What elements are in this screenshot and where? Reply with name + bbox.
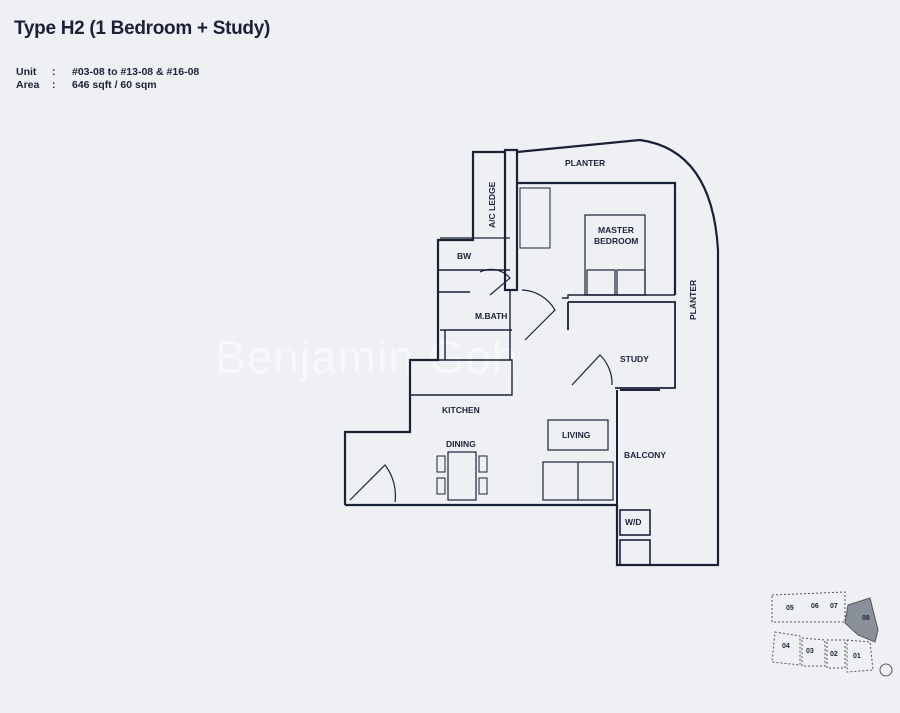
planter-side-label: PLANTER bbox=[688, 280, 698, 320]
m-bath-label: M.BATH bbox=[475, 311, 507, 321]
unit-row: Unit : #03-08 to #13-08 & #16-08 bbox=[16, 66, 199, 79]
key-plan bbox=[771, 591, 893, 677]
key-unit-03: 03 bbox=[806, 648, 814, 655]
unit-label: Unit bbox=[16, 66, 37, 78]
page-title: Type H2 (1 Bedroom + Study) bbox=[14, 18, 271, 39]
unit-value: #03-08 to #13-08 & #16-08 bbox=[72, 66, 200, 78]
bw-label: BW bbox=[457, 251, 472, 261]
kitchen-label: KITCHEN bbox=[442, 405, 480, 415]
key-unit-04: 04 bbox=[782, 643, 790, 650]
key-unit-05: 05 bbox=[786, 605, 794, 612]
walls bbox=[343, 138, 720, 567]
unit-info: Unit : #03-08 to #13-08 & #16-08 Area : … bbox=[16, 66, 199, 92]
area-value: 646 sqft / 60 sqm bbox=[72, 79, 157, 91]
master-bedroom-label-2: BEDROOM bbox=[594, 236, 638, 246]
key-unit-06: 06 bbox=[811, 603, 819, 610]
separator: : bbox=[52, 66, 56, 78]
balcony-label: BALCONY bbox=[624, 450, 666, 460]
dining-label: DINING bbox=[446, 439, 476, 449]
planter-top-label: PLANTER bbox=[565, 158, 605, 168]
wd-label: W/D bbox=[625, 517, 642, 527]
key-unit-07: 07 bbox=[830, 603, 838, 610]
master-bedroom-label: MASTER bbox=[598, 225, 634, 235]
area-row: Area : 646 sqft / 60 sqm bbox=[16, 79, 199, 92]
key-unit-08: 08 bbox=[862, 615, 870, 622]
study-label: STUDY bbox=[620, 354, 649, 364]
watermark: Benjamin Goh bbox=[215, 331, 519, 383]
key-unit-01: 01 bbox=[853, 653, 861, 660]
area-label: Area bbox=[16, 79, 40, 91]
key-unit-02: 02 bbox=[830, 651, 838, 658]
living-label: LIVING bbox=[562, 430, 591, 440]
separator: : bbox=[52, 79, 56, 91]
ac-ledge-label: A/C LEDGE bbox=[487, 181, 497, 228]
